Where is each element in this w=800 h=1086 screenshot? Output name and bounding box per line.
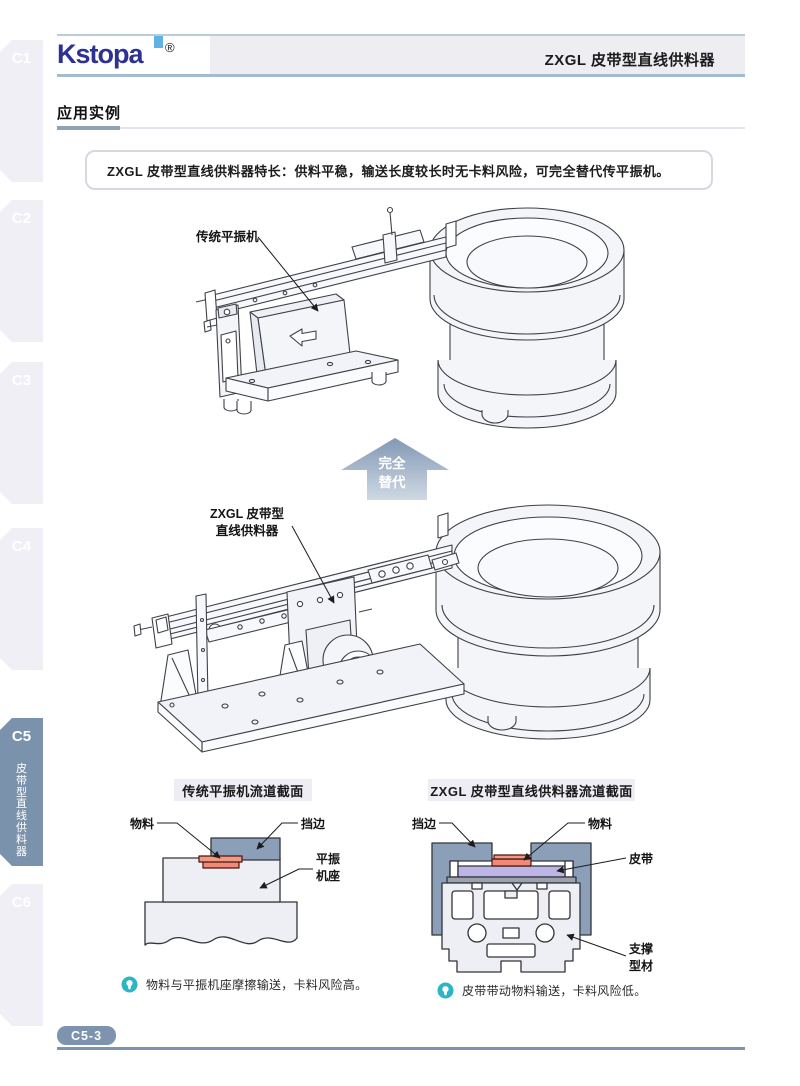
heading-underline-dark <box>57 126 120 130</box>
zxgl-feeder-drawing: ZXGL 皮带型 直线供料器 <box>133 504 661 753</box>
tab-label: C3 <box>11 372 32 389</box>
traditional-feeder-drawing: 传统平振机 <box>195 206 625 429</box>
header-bottom-line <box>57 74 745 77</box>
brand-logo: Kstopa ® <box>57 36 175 71</box>
material-strip <box>491 854 532 867</box>
page-number-badge: C5-3 <box>57 1026 116 1045</box>
label-zxgl-feeder-line2: 直线供料器 <box>216 523 279 538</box>
sidebar-tab-c2[interactable]: C2 <box>0 200 43 342</box>
cross-section-title-traditional: 传统平振机流道截面 <box>174 779 312 801</box>
tip-bulb-icon <box>121 976 138 993</box>
label-base-line1: 平振 <box>316 851 340 866</box>
label-profile-line2: 型材 <box>629 958 653 973</box>
label-material: 物料 <box>588 816 612 831</box>
linear-track-traditional <box>195 206 447 322</box>
sidebar-tab-c3[interactable]: C3 <box>0 362 43 504</box>
sidebar-tab-c1[interactable]: C1 <box>0 40 43 182</box>
label-traditional-feeder: 传统平振机 <box>195 229 259 244</box>
sidebar-tab-c5-active[interactable]: C5 皮带型直线供料器 <box>0 718 43 866</box>
note-text: 物料与平振机座摩擦输送，卡料风险高。 <box>146 978 368 992</box>
direction-arrow-icon <box>289 328 317 347</box>
base-plate-zxgl <box>157 643 465 753</box>
replace-arrow-text-line2: 替代 <box>379 474 406 490</box>
belt-support-bar <box>446 876 577 884</box>
cross-section-zxgl: 挡边 物料 皮带 支撑 型材 <box>412 816 653 973</box>
tab-vertical-title: 皮带型直线供料器 <box>16 763 27 858</box>
cross-section-title-zxgl: ZXGL 皮带型直线供料器流道截面 <box>428 779 635 801</box>
tip-bulb-icon <box>437 982 454 999</box>
note-traditional: 物料与平振机座摩擦输送，卡料风险高。 <box>121 976 367 993</box>
feature-text: ZXGL 皮带型直线供料器特长：供料平稳，输送长度较长时无卡料风险，可完全替代传… <box>107 163 670 179</box>
replace-arrow: 完全 替代 <box>341 438 449 500</box>
tab-label: C6 <box>11 894 32 911</box>
label-material: 物料 <box>130 816 154 831</box>
bowl-feeder-traditional <box>429 207 625 429</box>
page-number-text: C5-3 <box>70 1028 103 1043</box>
label-profile-line1: 支撑 <box>628 941 653 956</box>
cross-section-traditional: 物料 挡边 平振 机座 <box>130 816 340 946</box>
heading-underline-light <box>120 127 745 129</box>
cross-section-title-text: 传统平振机流道截面 <box>182 783 304 799</box>
brand-logo-text: Kstopa <box>57 39 144 69</box>
label-base-line2: 机座 <box>316 868 340 883</box>
label-belt: 皮带 <box>628 851 653 866</box>
registered-mark: ® <box>165 40 175 55</box>
header-top-line <box>57 34 745 36</box>
logo-accent-square <box>154 36 163 48</box>
header-band <box>210 36 745 74</box>
section-heading: 应用实例 <box>57 105 122 122</box>
note-text: 皮带带动物料输送，卡料风险低。 <box>462 984 647 998</box>
label-edge: 挡边 <box>412 816 437 831</box>
base-plate-traditional <box>225 350 399 415</box>
replace-arrow-text-line1: 完全 <box>379 455 406 471</box>
cross-section-title-text: ZXGL 皮带型直线供料器流道截面 <box>430 783 633 799</box>
left-bracket-traditional <box>203 303 243 412</box>
sidebar-tab-c4[interactable]: C4 <box>0 528 43 670</box>
footer-rule <box>57 1047 745 1050</box>
tab-label: C5 <box>11 728 32 745</box>
tab-label: C1 <box>11 50 32 67</box>
label-zxgl-feeder-line1: ZXGL 皮带型 <box>210 506 285 521</box>
feature-box: ZXGL 皮带型直线供料器特长：供料平稳，输送长度较长时无卡料风险，可完全替代传… <box>85 150 713 190</box>
vibration-base-lower <box>144 901 298 946</box>
bowl-feeder-zxgl <box>435 504 661 740</box>
label-edge: 挡边 <box>301 816 326 831</box>
belt-strip <box>457 865 566 878</box>
page-title: ZXGL 皮带型直线供料器 <box>544 52 715 69</box>
tab-label: C2 <box>11 210 32 227</box>
note-zxgl: 皮带带动物料输送，卡料风险低。 <box>437 982 647 999</box>
tab-label: C4 <box>11 538 32 555</box>
sidebar-tab-c6[interactable]: C6 <box>0 884 43 1026</box>
material-strip <box>198 855 243 869</box>
